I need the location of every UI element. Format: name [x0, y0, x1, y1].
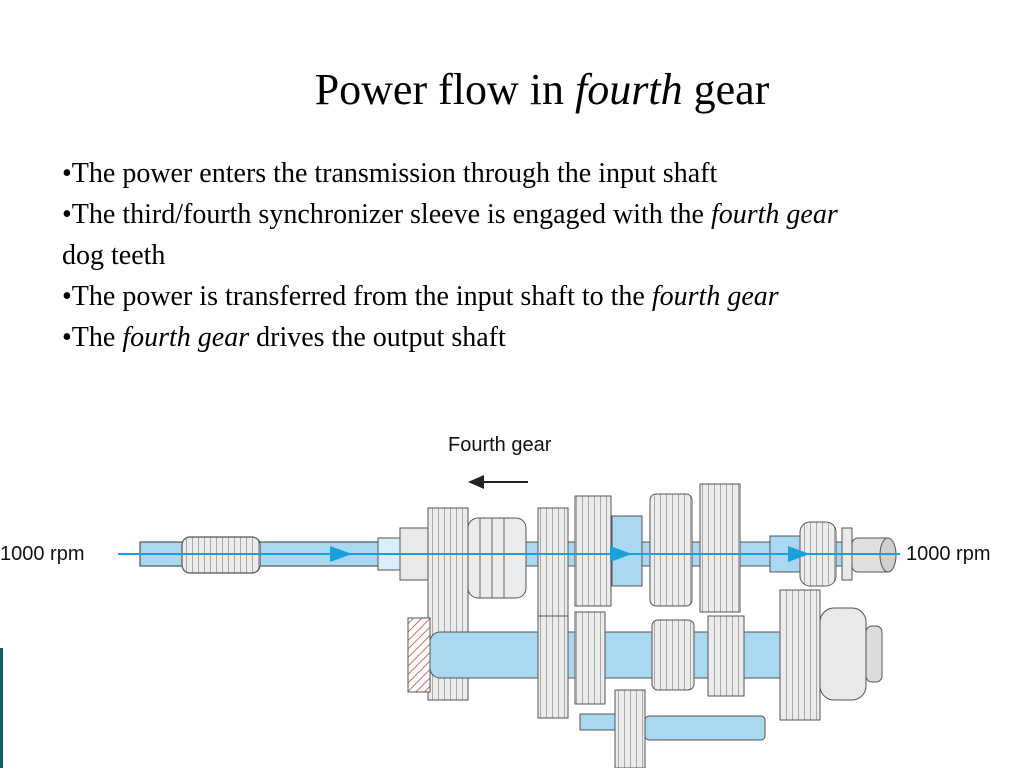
emphasis-text: fourth gear	[122, 322, 250, 353]
bullet-line: dog teeth	[62, 235, 1022, 276]
bullet-text: •The power is transferred from the input…	[62, 281, 652, 312]
title-emphasis: fourth	[575, 65, 683, 114]
transmission-diagram: Fourth gear 1000 rpm 1000 rpm	[0, 420, 1024, 769]
power-flow-arrow	[788, 546, 810, 562]
bullet-line: •The fourth gear drives the output shaft	[62, 317, 1022, 358]
bullet-line: •The power enters the transmission throu…	[62, 153, 1022, 194]
bullet-text: dog teeth	[62, 240, 166, 271]
bullet-text: drives the output shaft	[249, 322, 506, 353]
title-suffix: gear	[682, 65, 770, 114]
bullet-line: •The power is transferred from the input…	[62, 276, 1022, 317]
bullet-list: •The power enters the transmission throu…	[62, 153, 1022, 358]
output-rpm-label: 1000 rpm	[906, 543, 991, 565]
slide-title: Power flow in fourth gear	[0, 64, 1024, 116]
title-prefix: Power flow in	[314, 65, 575, 114]
reverse-idler-gear	[614, 689, 646, 769]
third-fourth-synchronizer	[574, 495, 612, 607]
emphasis-text: fourth gear	[710, 199, 838, 230]
bullet-line: •The third/fourth synchronizer sleeve is…	[62, 194, 1022, 235]
gear-label: Fourth gear	[448, 434, 552, 456]
countershaft	[429, 631, 811, 679]
bullet-text: •The third/fourth synchronizer sleeve is…	[62, 199, 711, 230]
emphasis-text: fourth gear	[651, 281, 779, 312]
direction-arrowhead	[468, 475, 484, 489]
slide-edge-rail	[0, 648, 3, 768]
power-flow-arrow	[610, 546, 632, 562]
bullet-text: •The	[62, 322, 123, 353]
input-rpm-label: 1000 rpm	[0, 543, 85, 565]
countershaft-bearing	[407, 617, 431, 693]
bullet-text: •The power enters the transmission throu…	[62, 158, 718, 189]
power-flow-arrow	[330, 546, 352, 562]
transmission-illustration	[118, 475, 900, 769]
